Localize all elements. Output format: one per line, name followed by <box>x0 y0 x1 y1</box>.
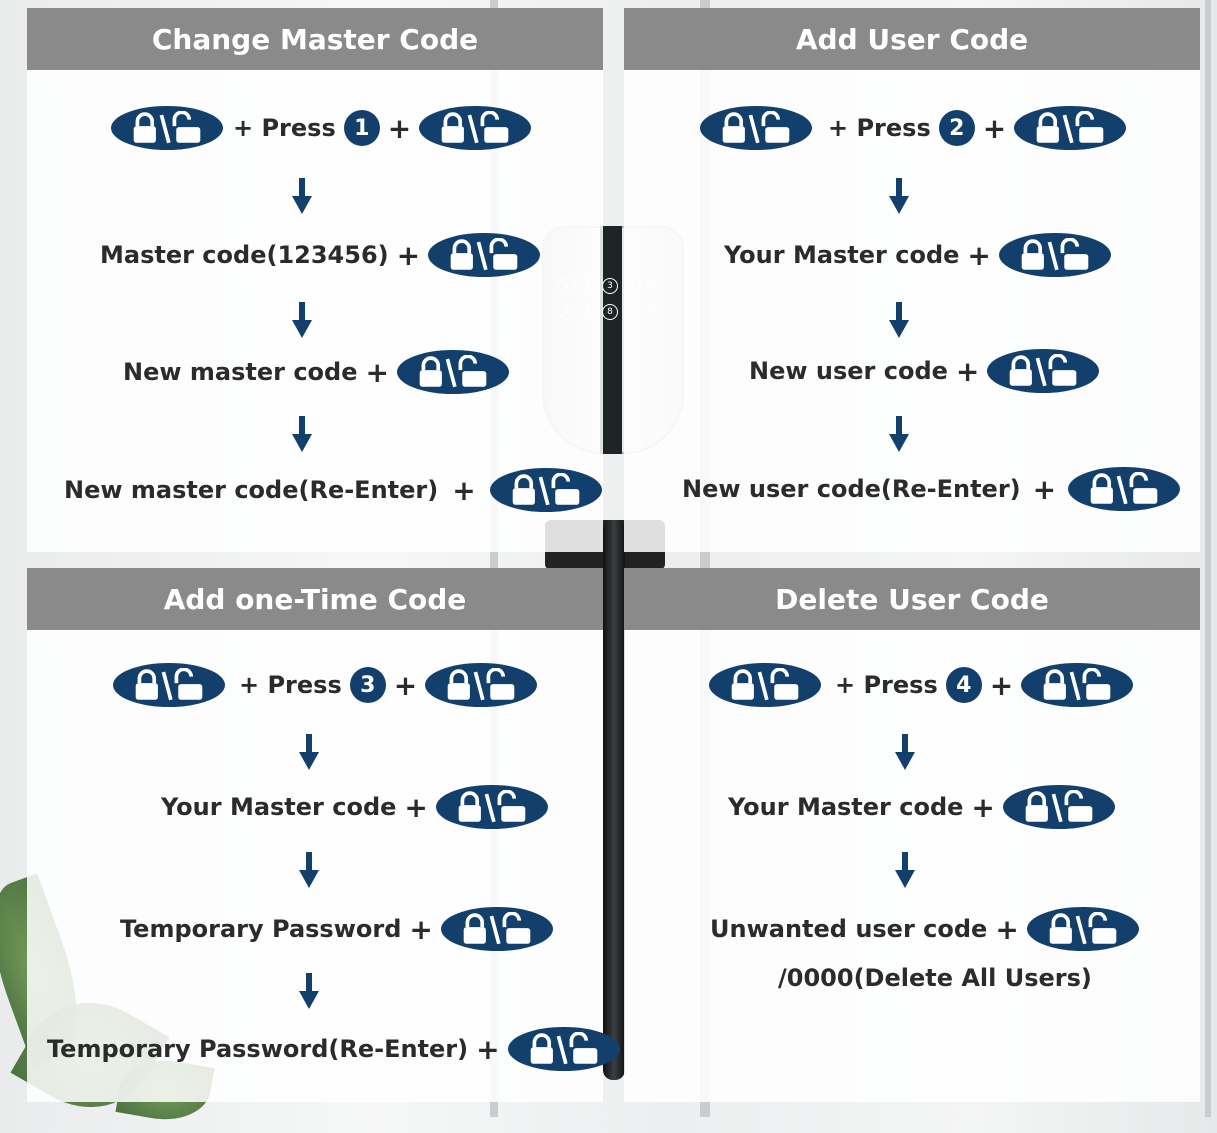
plus-sign: + <box>393 668 418 702</box>
step-number-badge: 3 <box>349 667 386 703</box>
down-arrow-icon <box>895 852 915 888</box>
step-4-row: Temporary Password(Re-Enter) + <box>47 1025 620 1073</box>
lock-unlock-icon <box>507 1027 620 1071</box>
down-arrow-icon <box>895 734 915 770</box>
step-label: Your Master code <box>728 793 964 821</box>
lock-unlock-icon <box>396 350 509 394</box>
step-label: Unwanted user code <box>710 915 988 943</box>
panel-title: Add User Code <box>624 8 1200 70</box>
step-1-row: + Press 2 + <box>700 104 1127 152</box>
lock-unlock-icon <box>709 663 821 707</box>
keypad-key: 8 <box>602 304 618 320</box>
door-frame <box>490 0 498 1117</box>
down-arrow-icon <box>299 852 319 888</box>
lock-unlock-icon <box>111 106 223 150</box>
step-2-row: Your Master code + <box>724 231 1111 279</box>
step-3-row: New user code + <box>749 347 1100 395</box>
delete-user-panel: Delete User Code + Press 4 + Your Master… <box>624 568 1200 1102</box>
step-number-badge: 1 <box>343 110 380 146</box>
step-label: New master code(Re-Enter) <box>64 476 439 504</box>
plus-sign: + <box>404 790 428 824</box>
step-4-row: New master code(Re-Enter) + <box>64 466 602 514</box>
plus-sign: + <box>409 912 433 946</box>
lock-unlock-icon <box>440 907 553 951</box>
down-arrow-icon <box>292 178 312 214</box>
lock-edge <box>600 226 622 454</box>
step-3-row: New master code + <box>123 348 509 396</box>
step-1-row: + Press 3 + <box>113 661 538 709</box>
down-arrow-icon <box>889 302 909 338</box>
door-frame <box>1205 0 1211 1117</box>
step-2-row: Your Master code + <box>728 783 1115 831</box>
step-label: Your Master code <box>724 241 960 269</box>
lock-unlock-icon <box>1068 467 1181 511</box>
step-3-row: Unwanted user code + <box>710 905 1139 953</box>
plus-sign: + <box>995 912 1019 946</box>
plus-sign: + <box>989 668 1014 702</box>
plus-sign: + <box>1032 472 1057 506</box>
down-arrow-icon <box>299 734 319 770</box>
plus-sign: + <box>955 354 980 388</box>
panel-title: Change Master Code <box>27 8 603 70</box>
down-arrow-icon <box>292 416 312 452</box>
panel-title: Delete User Code <box>624 568 1200 630</box>
press-label: + Press <box>233 114 336 142</box>
plus-sign: + <box>396 238 421 272</box>
plus-sign: + <box>387 111 412 145</box>
delete-all-note: /0000(Delete All Users) <box>778 964 1092 992</box>
step-2-row: Your Master code + <box>161 783 548 831</box>
lock-unlock-icon <box>1026 907 1139 951</box>
press-label: + Press <box>828 114 931 142</box>
lock-unlock-icon <box>987 349 1100 393</box>
step-4-row: New user code(Re-Enter) + <box>682 465 1181 513</box>
change-master-panel: Change Master Code + Press 1 + Master co… <box>27 8 603 552</box>
lock-unlock-icon <box>998 233 1111 277</box>
step-number-badge: 4 <box>945 667 982 703</box>
lock-unlock-icon <box>1014 106 1127 150</box>
step-label: New user code <box>749 357 948 385</box>
step-1-row: + Press 4 + <box>709 661 1134 709</box>
press-label: + Press <box>239 671 342 699</box>
add-user-panel: Add User Code + Press 2 + Your Master co… <box>624 8 1200 552</box>
lock-unlock-icon <box>419 106 532 150</box>
step-label: Your Master code <box>161 793 397 821</box>
lock-unlock-icon <box>435 785 548 829</box>
step-3-row: Temporary Password + <box>120 905 553 953</box>
lock-unlock-icon <box>700 106 812 150</box>
plus-sign: + <box>452 473 476 507</box>
plus-sign: + <box>971 790 995 824</box>
step-label: New user code(Re-Enter) <box>682 475 1021 503</box>
door-frame <box>700 0 710 1117</box>
press-label: + Press <box>835 671 938 699</box>
down-arrow-icon <box>299 973 319 1009</box>
step-2-row: Master code(123456) + <box>100 231 541 279</box>
lock-unlock-icon <box>428 233 541 277</box>
plus-sign: + <box>967 238 991 272</box>
lock-unlock-icon <box>1002 785 1115 829</box>
door-handle <box>603 520 625 1080</box>
down-arrow-icon <box>292 302 312 338</box>
step-label: New master code <box>123 358 358 386</box>
lock-unlock-icon <box>113 663 225 707</box>
lock-unlock-icon <box>1021 663 1134 707</box>
plus-sign: + <box>365 355 389 389</box>
step-label: Master code(123456) <box>100 241 389 269</box>
step-1-row: + Press 1 + <box>111 104 532 152</box>
step-label: Temporary Password(Re-Enter) <box>47 1035 469 1063</box>
down-arrow-icon <box>889 178 909 214</box>
one-time-code-panel: Add one-Time Code + Press 3 + Your Maste… <box>27 568 620 1102</box>
lock-unlock-icon <box>489 468 602 512</box>
plus-sign: + <box>982 111 1007 145</box>
step-number-badge: 2 <box>938 110 975 146</box>
lock-unlock-icon <box>425 663 538 707</box>
plus-sign: + <box>476 1032 500 1066</box>
keypad-key: 3 <box>602 278 618 294</box>
panel-title: Add one-Time Code <box>27 568 603 630</box>
down-arrow-icon <box>889 416 909 452</box>
step-label: Temporary Password <box>120 915 402 943</box>
